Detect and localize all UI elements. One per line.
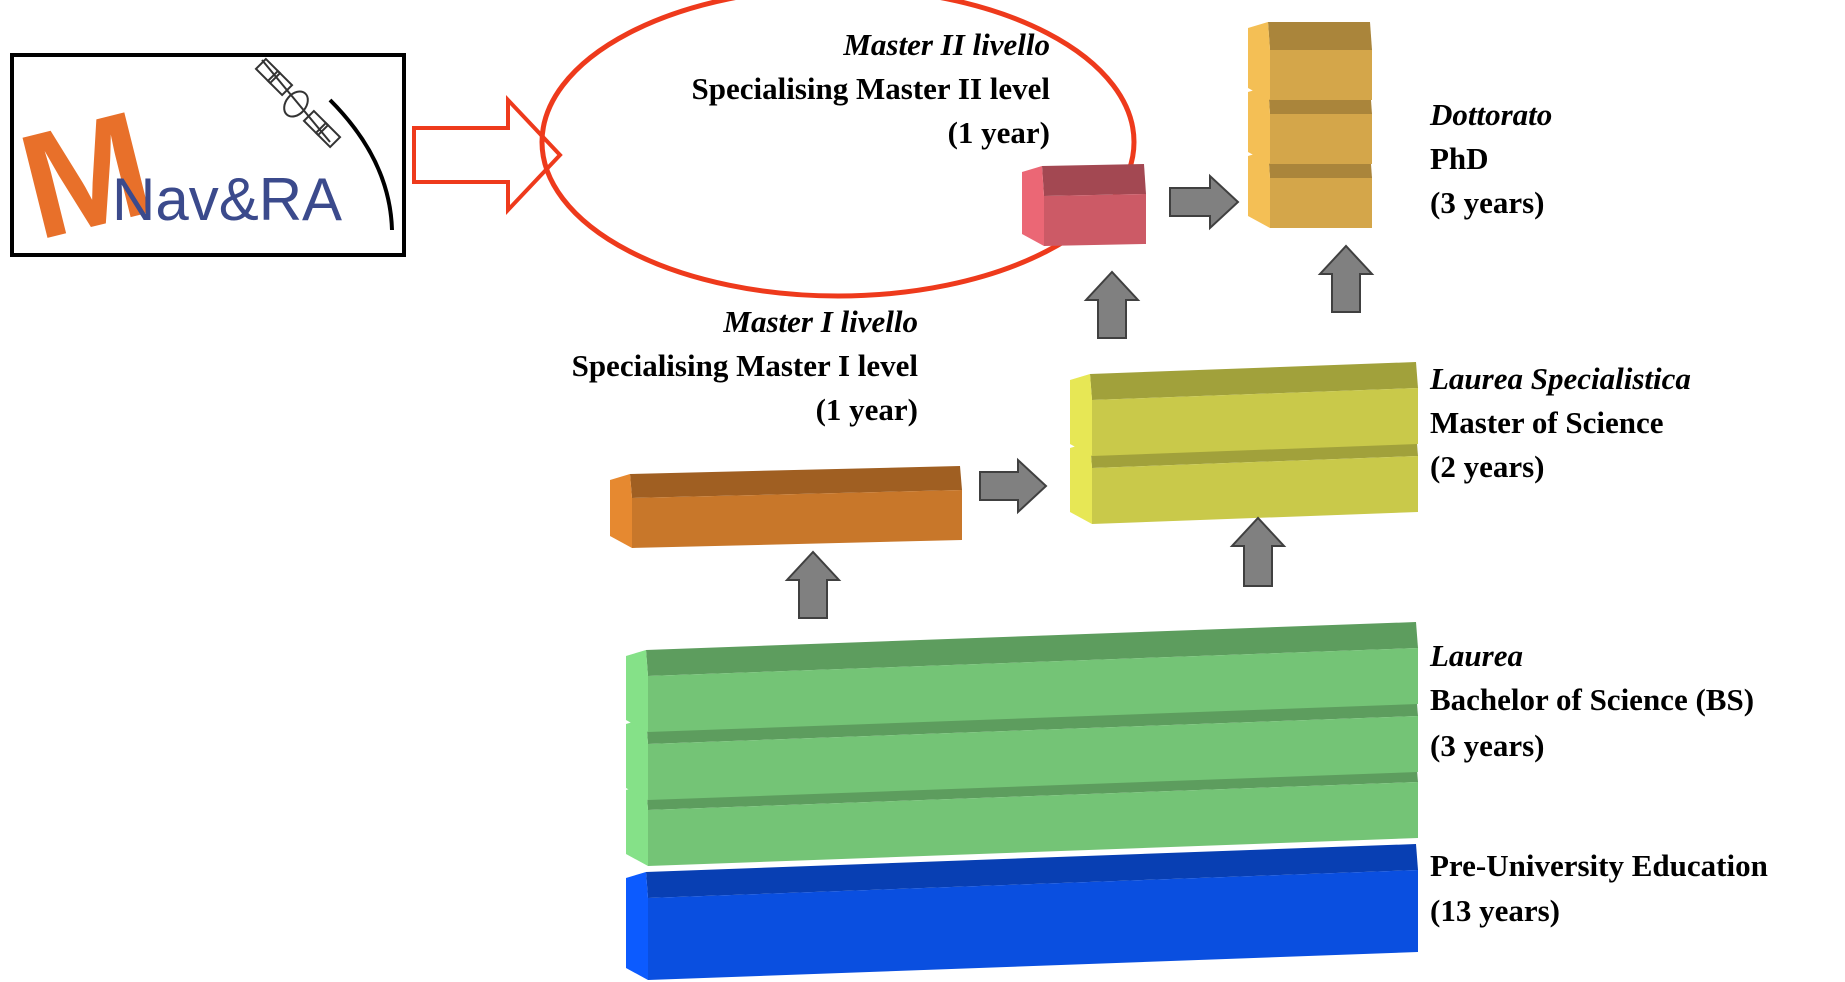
arrow-master2-to-phd	[1169, 173, 1240, 231]
bs-title: Bachelor of Science (BS)	[1430, 682, 1754, 717]
master1-title: Specialising Master I level	[572, 348, 919, 383]
arrow-bs-to-master1	[784, 550, 842, 619]
bs-italian-title: Laurea	[1429, 638, 1523, 673]
msc-block-2-end	[1070, 442, 1092, 524]
preuni-block-front	[648, 870, 1418, 980]
arrow-msc-to-phd	[1317, 244, 1375, 313]
preuni-title: Pre-University Education	[1430, 848, 1768, 883]
bs-block-2-front	[648, 716, 1418, 800]
satellite-icon	[254, 57, 394, 231]
master1-block-front	[632, 490, 962, 548]
msc-label: Laurea Specialistica Master of Science (…	[1429, 361, 1691, 484]
phd-block-1-end	[1248, 22, 1270, 100]
phd-duration: (3 years)	[1430, 185, 1544, 220]
master1-block-end	[610, 474, 632, 548]
arrow-bs-to-msc	[1229, 516, 1287, 587]
preuni-duration: (13 years)	[1430, 893, 1560, 928]
preuni-block-top	[646, 844, 1418, 898]
master2-italian-title: Master II livello	[842, 27, 1050, 62]
bs-block-3-end	[626, 784, 648, 866]
preuni-block	[626, 844, 1418, 980]
phd-block-2-end	[1248, 86, 1270, 164]
bs-block-1-front	[648, 648, 1418, 732]
msc-block-2-front	[1092, 456, 1418, 524]
msc-block-1-end	[1070, 374, 1092, 456]
master1-duration: (1 year)	[816, 392, 918, 427]
master2-label: Master II livello Specialising Master II…	[692, 27, 1051, 150]
master1-block	[610, 466, 962, 548]
bs-block-2-end	[626, 718, 648, 800]
bs-block-1	[626, 622, 1418, 732]
phd-block-2-front	[1270, 114, 1372, 164]
mnavra-logo: M Nav&RA	[5, 53, 406, 271]
phd-block-1	[1248, 22, 1372, 100]
highlight-arrow	[412, 94, 563, 216]
msc-block-1-top	[1090, 362, 1418, 400]
phd-block-3-end	[1248, 150, 1270, 228]
blocks-layer	[610, 22, 1418, 980]
bs-label: Laurea Bachelor of Science (BS) (3 years…	[1429, 638, 1754, 763]
phd-block-3-front	[1270, 178, 1372, 228]
msc-duration: (2 years)	[1430, 449, 1544, 484]
bs-block-1-top	[646, 622, 1418, 676]
master1-italian-title: Master I livello	[722, 304, 918, 339]
logo-text: Nav&RA	[112, 166, 342, 233]
bs-block-1-end	[626, 650, 648, 732]
msc-block-1	[1070, 362, 1418, 456]
highlight-ellipse	[539, 0, 1137, 299]
master2-duration: (1 year)	[948, 115, 1050, 150]
master1-label: Master I livello Specialising Master I l…	[572, 304, 919, 427]
arrow-master1-to-msc	[979, 457, 1048, 515]
master2-title: Specialising Master II level	[692, 71, 1051, 106]
master2-block	[1022, 164, 1146, 246]
master1-block-top	[630, 466, 962, 498]
msc-italian-title: Laurea Specialistica	[1429, 361, 1691, 396]
msc-title: Master of Science	[1430, 405, 1664, 440]
master2-block-end	[1022, 166, 1044, 246]
bs-duration: (3 years)	[1430, 728, 1544, 763]
arrow-msc-to-master2	[1083, 270, 1141, 339]
phd-block-1-front	[1270, 50, 1372, 100]
phd-italian-title: Dottorato	[1429, 97, 1552, 132]
preuni-block-end	[626, 872, 648, 980]
phd-label: Dottorato PhD (3 years)	[1429, 97, 1552, 220]
master2-block-top	[1042, 164, 1146, 196]
preuni-label: Pre-University Education (13 years)	[1430, 848, 1768, 928]
phd-block-1-top	[1268, 22, 1372, 50]
bs-block-3-front	[648, 782, 1418, 866]
msc-block-1-front	[1092, 388, 1418, 456]
phd-title: PhD	[1430, 141, 1489, 176]
master2-block-front	[1044, 194, 1146, 246]
arrows-layer	[784, 173, 1375, 619]
